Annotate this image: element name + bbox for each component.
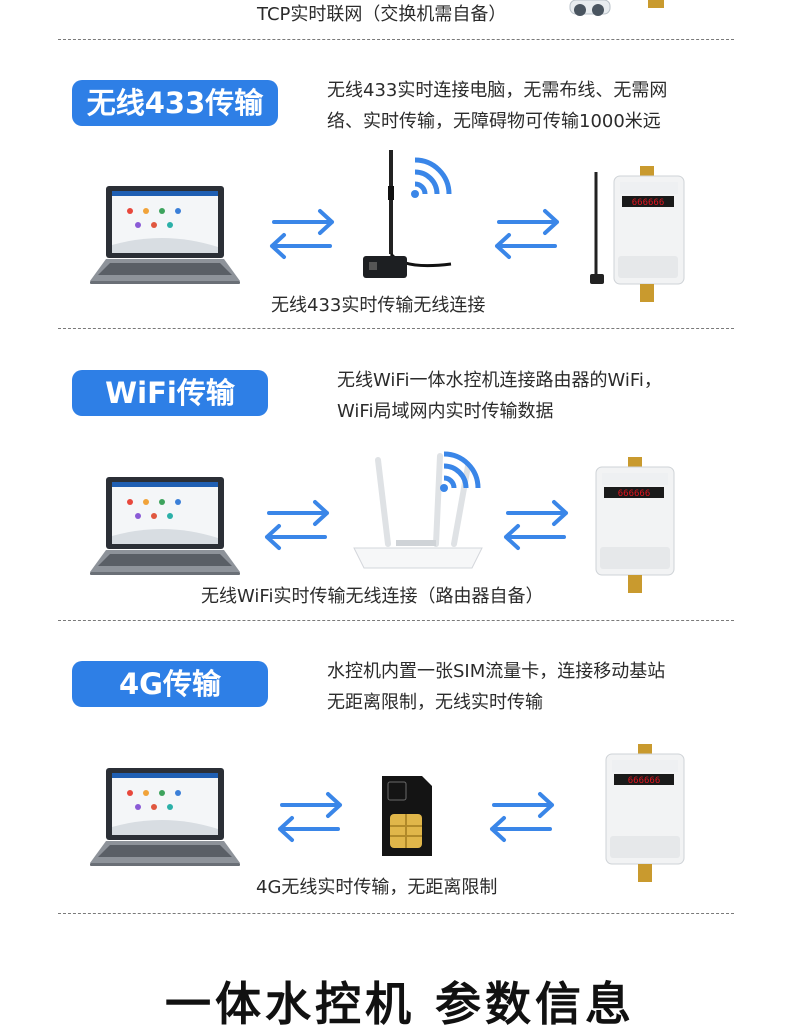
divider — [58, 913, 734, 914]
badge-433: 无线433传输 — [72, 80, 278, 126]
divider — [58, 328, 734, 329]
badge-wifi: WiFi传输 — [72, 370, 268, 416]
wifi-router-icon — [353, 451, 483, 569]
sim-card-icon — [382, 776, 432, 856]
caption-wifi: 无线WiFi实时传输无线连接（路由器自备） — [201, 586, 544, 607]
caption-433: 无线433实时传输无线连接 — [271, 295, 486, 316]
bidirectional-arrow-icon — [495, 209, 559, 259]
bidirectional-arrow-icon — [490, 792, 554, 842]
bidirectional-arrow-icon — [270, 209, 334, 259]
caption-4g: 4G无线实时传输，无距离限制 — [256, 877, 498, 898]
bidirectional-arrow-icon — [265, 500, 329, 550]
divider — [58, 39, 734, 40]
desc-433-line1: 无线433实时连接电脑，无需布线、无需网 — [327, 80, 668, 101]
svg-text:666666: 666666 — [618, 489, 651, 499]
svg-text:666666: 666666 — [632, 198, 665, 208]
water-control-meter-icon: 666666 — [590, 166, 685, 302]
laptop-icon — [90, 768, 240, 866]
laptop-icon — [90, 186, 240, 284]
laptop-icon — [90, 477, 240, 575]
desc-wifi-line2: WiFi局域网内实时传输数据 — [337, 401, 554, 422]
badge-4g: 4G传输 — [72, 661, 268, 707]
section-title: 一体水控机 参数信息 — [165, 977, 636, 1031]
desc-433-line2: 络、实时传输，无障碍物可传输1000米远 — [327, 111, 661, 132]
svg-text:666666: 666666 — [628, 776, 661, 786]
tcp-caption: TCP实时联网（交换机需自备） — [257, 4, 507, 25]
desc-4g-line1: 水控机内置一张SIM流量卡，连接移动基站 — [327, 661, 666, 682]
camera-icon — [569, 0, 611, 16]
433-antenna-module-icon — [363, 150, 452, 278]
desc-wifi-line1: 无线WiFi一体水控机连接路由器的WiFi， — [337, 370, 662, 391]
bidirectional-arrow-icon — [504, 500, 568, 550]
bidirectional-arrow-icon — [278, 792, 342, 842]
divider — [58, 620, 734, 621]
desc-4g-line2: 无距离限制，无线实时传输 — [327, 692, 543, 713]
water-control-meter-icon: 666666 — [605, 744, 685, 882]
water-control-meter-icon: 666666 — [595, 457, 675, 593]
water-pipe-icon — [648, 0, 664, 8]
